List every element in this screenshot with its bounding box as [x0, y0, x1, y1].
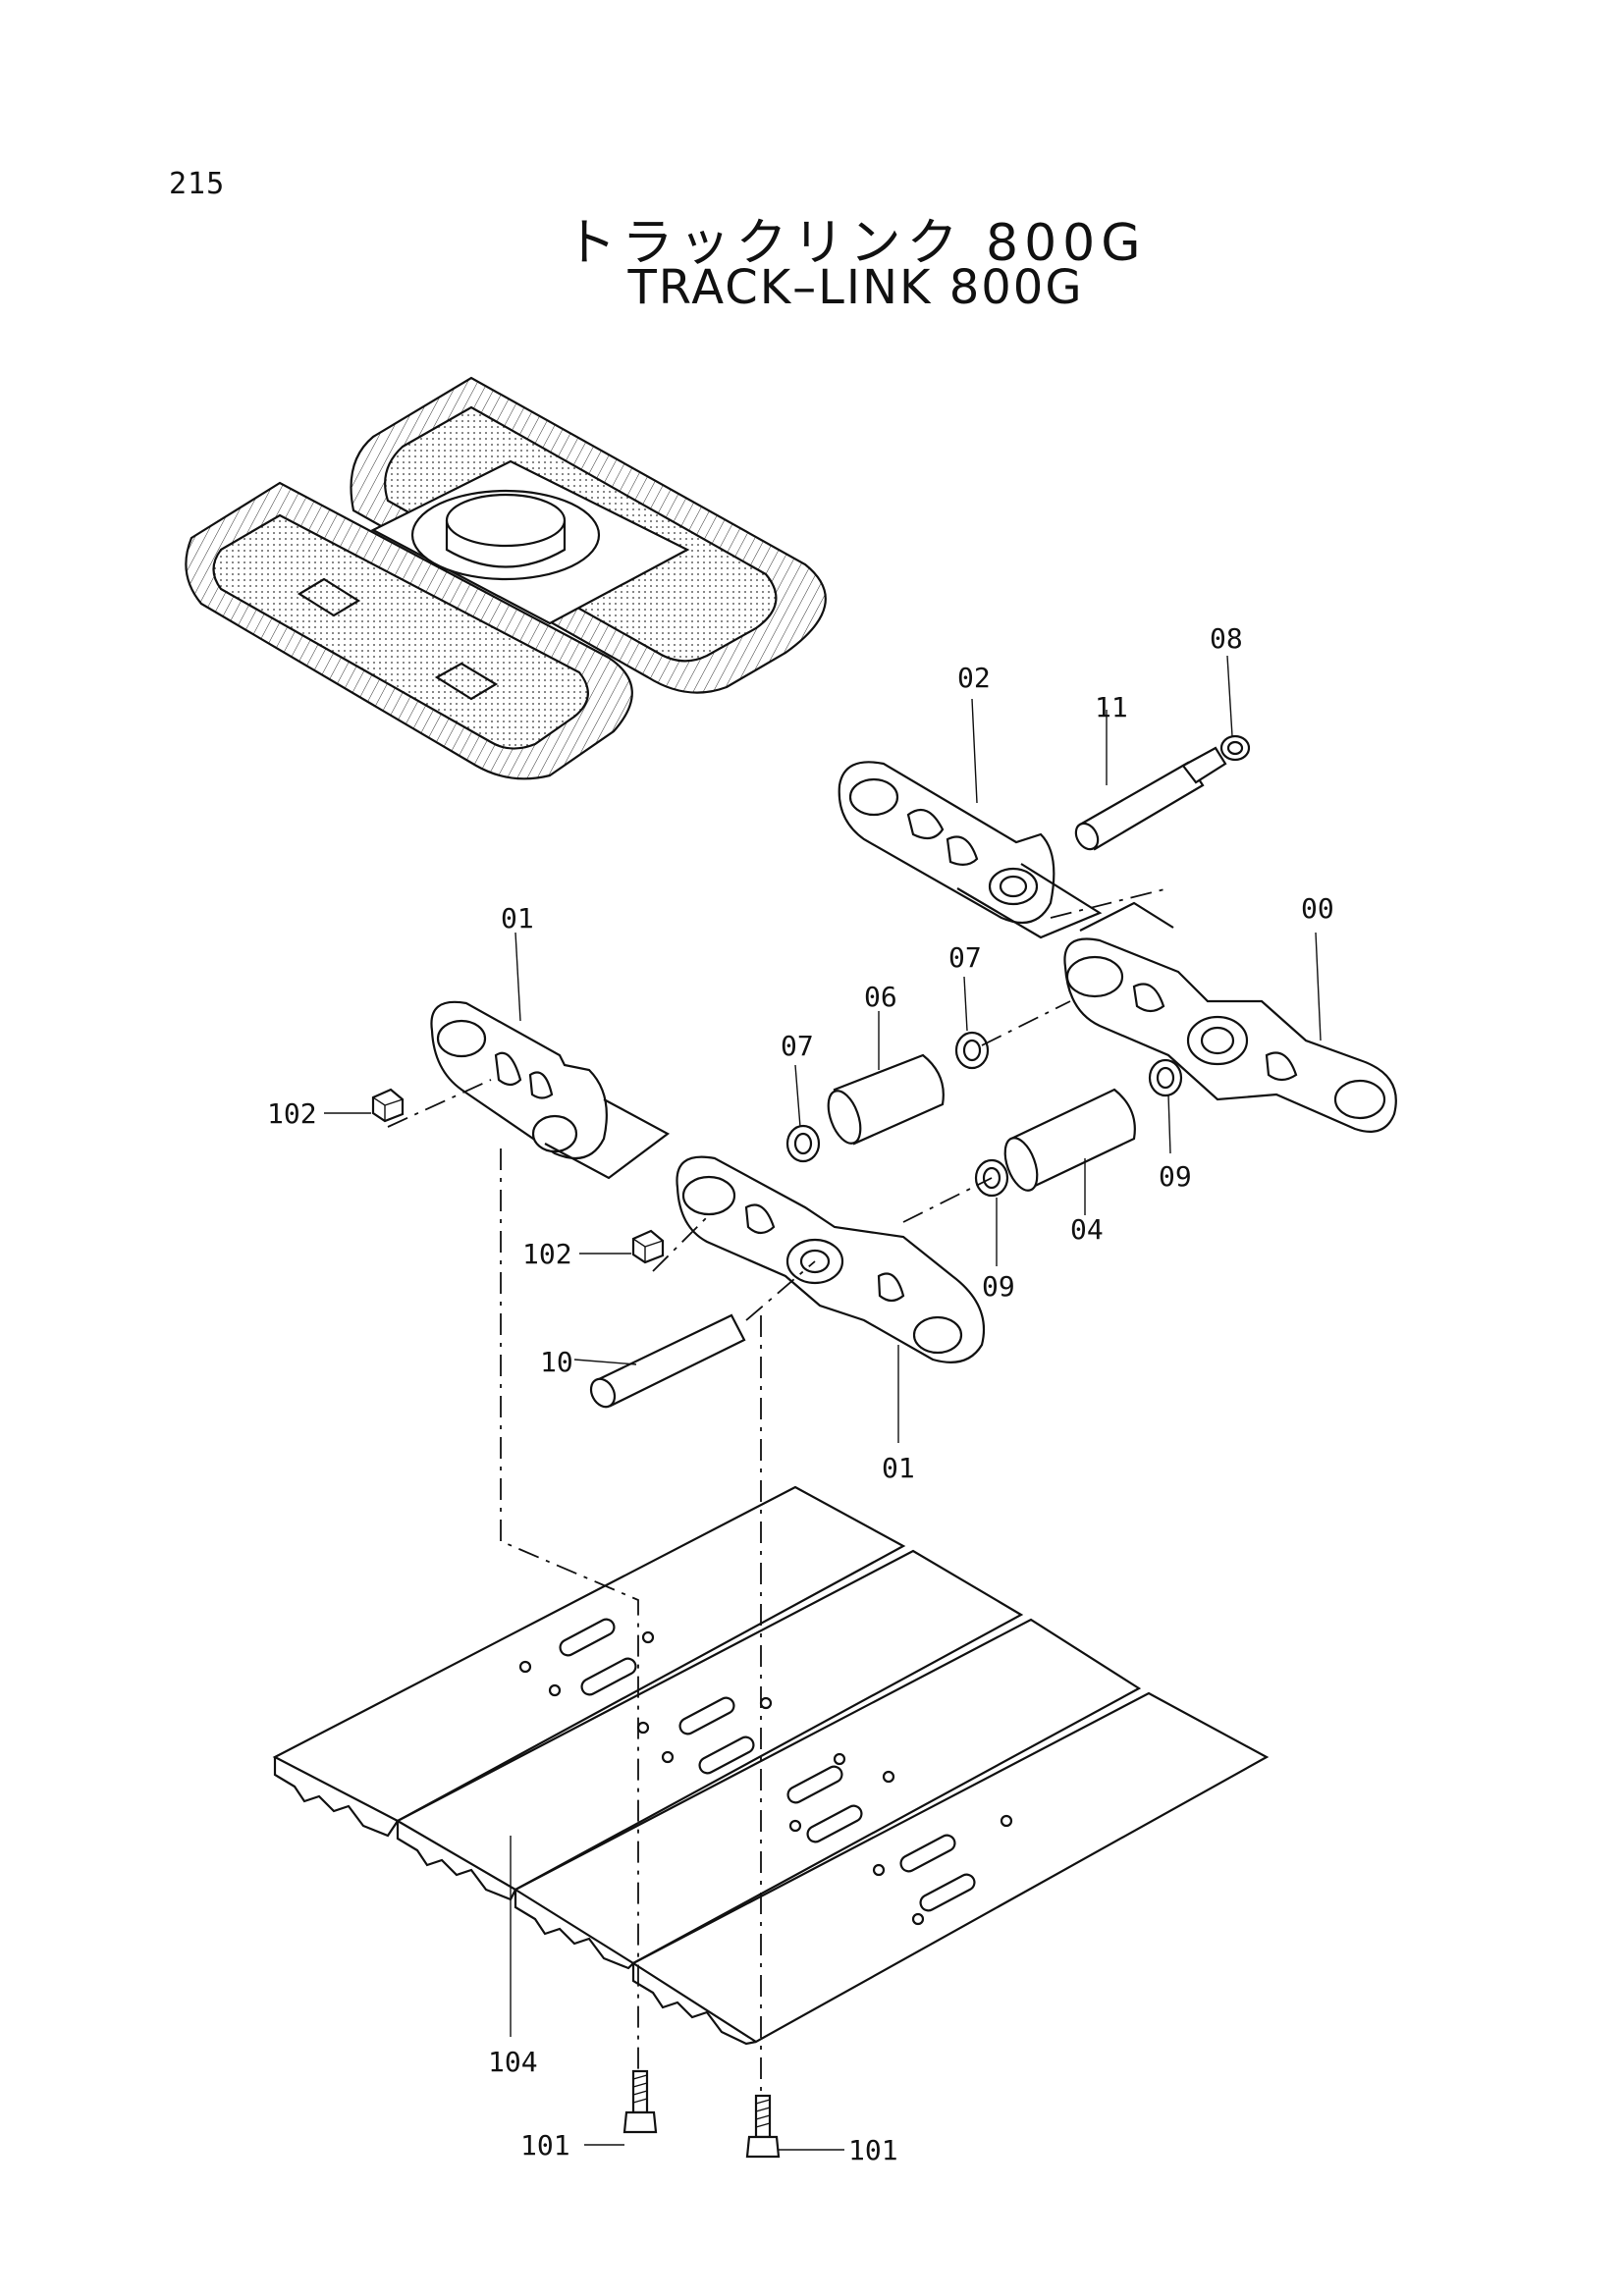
part-00-track-link-assembly [1063, 901, 1397, 1133]
callout-104: 104 [488, 2046, 538, 2078]
part-01-track-link-left [430, 1000, 671, 1180]
part-06-bushing [827, 1053, 945, 1146]
title-japanese: トラックリンク 800G [565, 214, 1147, 273]
callout-04: 04 [1070, 1213, 1104, 1246]
callout-07-left: 07 [781, 1030, 814, 1062]
callout-labels: 02 11 08 00 01 06 07 07 04 09 09 01 102 … [267, 622, 1334, 2166]
callout-101-right: 101 [848, 2134, 898, 2166]
callout-07-right: 07 [948, 941, 982, 974]
page-number: 215 [169, 167, 226, 201]
part-11-pin-upper [1074, 746, 1227, 851]
callout-101-left: 101 [520, 2129, 570, 2162]
part-01-track-link-center [676, 1155, 986, 1363]
callout-08: 08 [1210, 622, 1243, 655]
part-02-track-link-upper [838, 761, 1103, 939]
part-101-bolt-left [622, 2069, 658, 2134]
callout-102-upper: 102 [267, 1097, 317, 1130]
callout-10: 10 [540, 1346, 573, 1378]
part-09-seal-right [1148, 1058, 1183, 1097]
callout-leader-lines [324, 655, 1322, 2151]
callout-06: 06 [864, 981, 897, 1013]
part-104-track-shoes [272, 1485, 1270, 2046]
part-102-nut-lower [631, 1229, 665, 1264]
callout-09-left: 09 [982, 1270, 1015, 1303]
part-07-seal-left [785, 1124, 821, 1163]
callout-01-left: 01 [501, 902, 534, 934]
callout-09-right: 09 [1159, 1160, 1192, 1193]
title-english: TRACK–LINK 800G [627, 260, 1084, 315]
callout-00: 00 [1301, 892, 1334, 925]
part-102-nut-upper [371, 1088, 405, 1123]
part-07-seal-right [954, 1031, 990, 1070]
callout-02: 02 [957, 662, 991, 694]
callout-102-lower: 102 [522, 1238, 572, 1270]
part-10-pin [589, 1313, 746, 1409]
part-08-ring [1219, 734, 1251, 762]
assembly-dash-lines [387, 887, 1169, 2096]
undercarriage-overview-illustration [185, 376, 827, 780]
callout-01-center: 01 [882, 1452, 915, 1484]
part-04-bushing [1003, 1088, 1136, 1192]
part-101-bolt-right [745, 2094, 781, 2159]
callout-11: 11 [1095, 691, 1128, 723]
